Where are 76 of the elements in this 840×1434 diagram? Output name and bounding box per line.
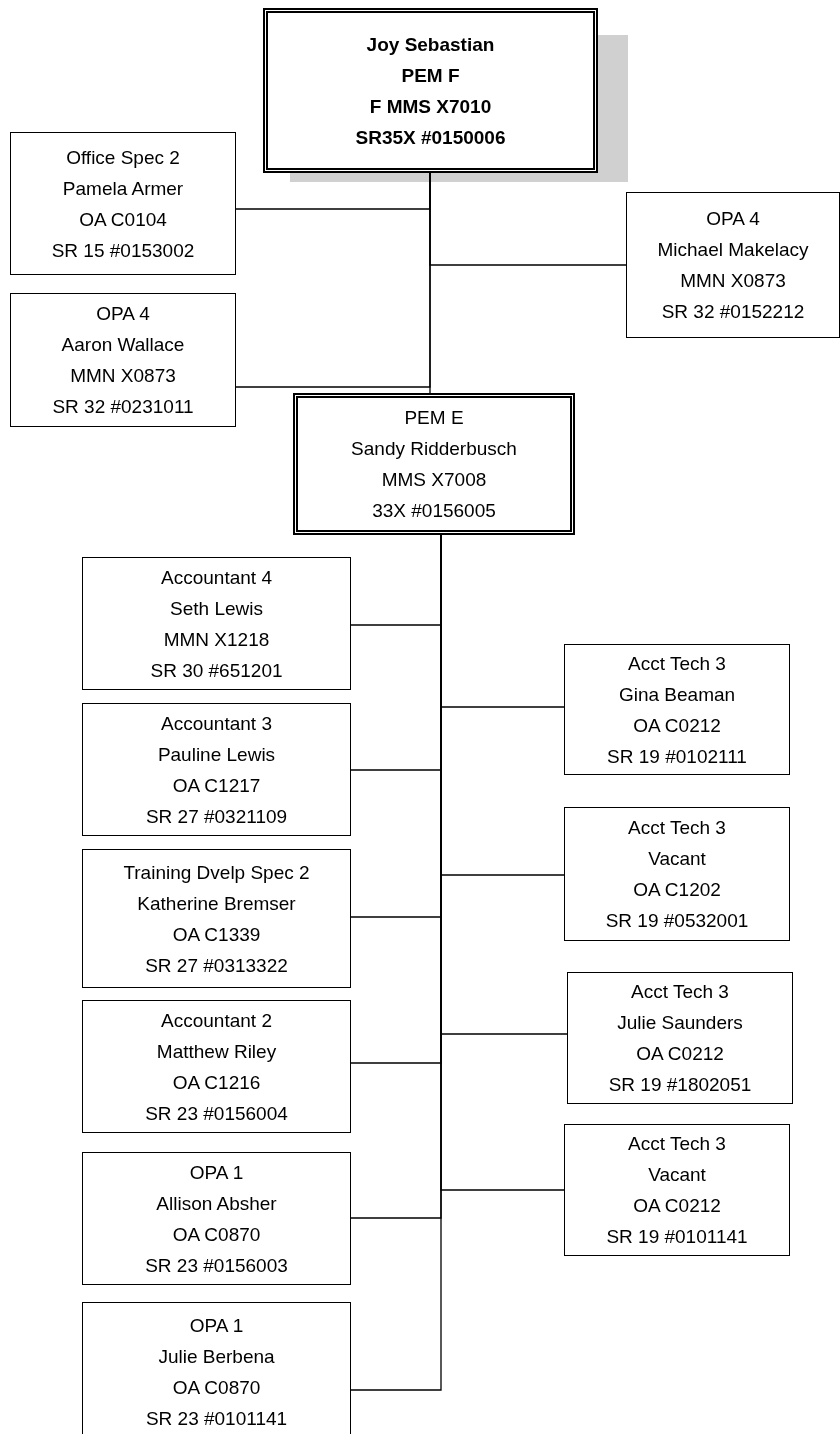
position-box — [564, 644, 790, 775]
box-text: OA C1339 — [172, 922, 261, 947]
box-text: OA C0104 — [79, 207, 167, 232]
box-text: Matthew Riley — [156, 1039, 277, 1064]
position-box — [82, 1000, 351, 1133]
position-box — [10, 132, 236, 275]
box-text: Sandy Ridderbusch — [351, 437, 517, 461]
position-box — [10, 293, 236, 427]
connector-line — [429, 172, 431, 394]
box-text: OA C1217 — [172, 773, 261, 798]
box-text: SR 19 #0102111 — [607, 744, 747, 769]
box-text: Accountant 2 — [161, 1008, 272, 1033]
position-box — [82, 557, 351, 690]
box-text: MMN X0873 — [70, 364, 176, 388]
box-text: Acct Tech 3 — [628, 1132, 726, 1156]
box-text: SR 19 #0101141 — [606, 1225, 748, 1249]
position-box — [564, 1124, 790, 1256]
box-text: MMN X0873 — [680, 269, 786, 293]
box-text: OA C0870 — [172, 1376, 261, 1400]
box-text: SR 19 #0532001 — [605, 909, 749, 933]
box-text: SR 23 #0156003 — [145, 1253, 288, 1278]
box-text: SR 27 #0321109 — [145, 804, 288, 829]
box-text: Acct Tech 3 — [631, 980, 729, 1004]
position-box — [82, 703, 351, 836]
position-box — [564, 807, 790, 941]
box-text: MMN X1218 — [163, 627, 270, 652]
position-box — [293, 393, 575, 535]
box-text: Julie Berbena — [158, 1345, 275, 1369]
box-text: Gina Beaman — [618, 682, 736, 707]
box-text: SR35X #0150006 — [355, 125, 506, 150]
box-text: Aaron Wallace — [61, 333, 185, 357]
box-text: SR 23 #0101141 — [145, 1407, 288, 1431]
box-text: F MMS X7010 — [369, 94, 492, 119]
position-box — [567, 972, 793, 1104]
box-text: OA C0212 — [636, 1042, 724, 1066]
position-box — [82, 849, 351, 988]
box-text: Katherine Bremser — [137, 891, 296, 916]
box-text: OA C0212 — [633, 1194, 721, 1218]
box-text: SR 32 #0152212 — [661, 300, 805, 324]
box-text: SR 15 #0153002 — [51, 238, 195, 263]
box-text: Training Dvelp Spec 2 — [123, 860, 310, 885]
box-text: MMS X7008 — [381, 468, 487, 492]
box-text: Office Spec 2 — [66, 145, 180, 170]
box-text: Michael Makelacy — [657, 238, 809, 262]
box-text: OPA 1 — [189, 1314, 244, 1338]
box-text: PEM F — [401, 63, 460, 88]
box-text: OA C1216 — [172, 1070, 261, 1095]
box-text: Vacant — [648, 1163, 706, 1187]
box-text: Pamela Armer — [62, 176, 184, 201]
box-text: OPA 4 — [96, 302, 150, 326]
box-text: SR 19 #1802051 — [608, 1073, 752, 1097]
position-box — [82, 1152, 351, 1285]
box-text: SR 27 #0313322 — [145, 953, 288, 978]
box-text: PEM E — [404, 406, 464, 430]
box-text: Vacant — [648, 847, 706, 871]
box-text: OA C0212 — [633, 713, 721, 738]
box-text: SR 30 #651201 — [150, 658, 283, 683]
box-text: Julie Saunders — [617, 1011, 743, 1035]
position-box — [626, 192, 840, 338]
box-text: Accountant 3 — [161, 711, 272, 736]
box-text: SR 23 #0156004 — [145, 1101, 288, 1126]
box-text: OPA 4 — [706, 207, 760, 231]
position-box — [82, 1302, 351, 1434]
box-text: Pauline Lewis — [157, 742, 276, 767]
box-text: Seth Lewis — [170, 596, 263, 621]
box-text: Acct Tech 3 — [628, 816, 726, 840]
box-text: Joy Sebastian — [366, 32, 495, 57]
box-text: 33X #0156005 — [372, 499, 496, 523]
box-text: SR 32 #0231011 — [52, 395, 194, 419]
box-text: Accountant 4 — [161, 565, 272, 590]
box-text: Allison Absher — [156, 1191, 277, 1216]
box-text: OA C1202 — [633, 878, 721, 902]
box-text: OA C0870 — [172, 1222, 261, 1247]
box-text: OPA 1 — [189, 1160, 244, 1185]
position-box — [263, 8, 598, 173]
box-text: Acct Tech 3 — [628, 651, 726, 676]
